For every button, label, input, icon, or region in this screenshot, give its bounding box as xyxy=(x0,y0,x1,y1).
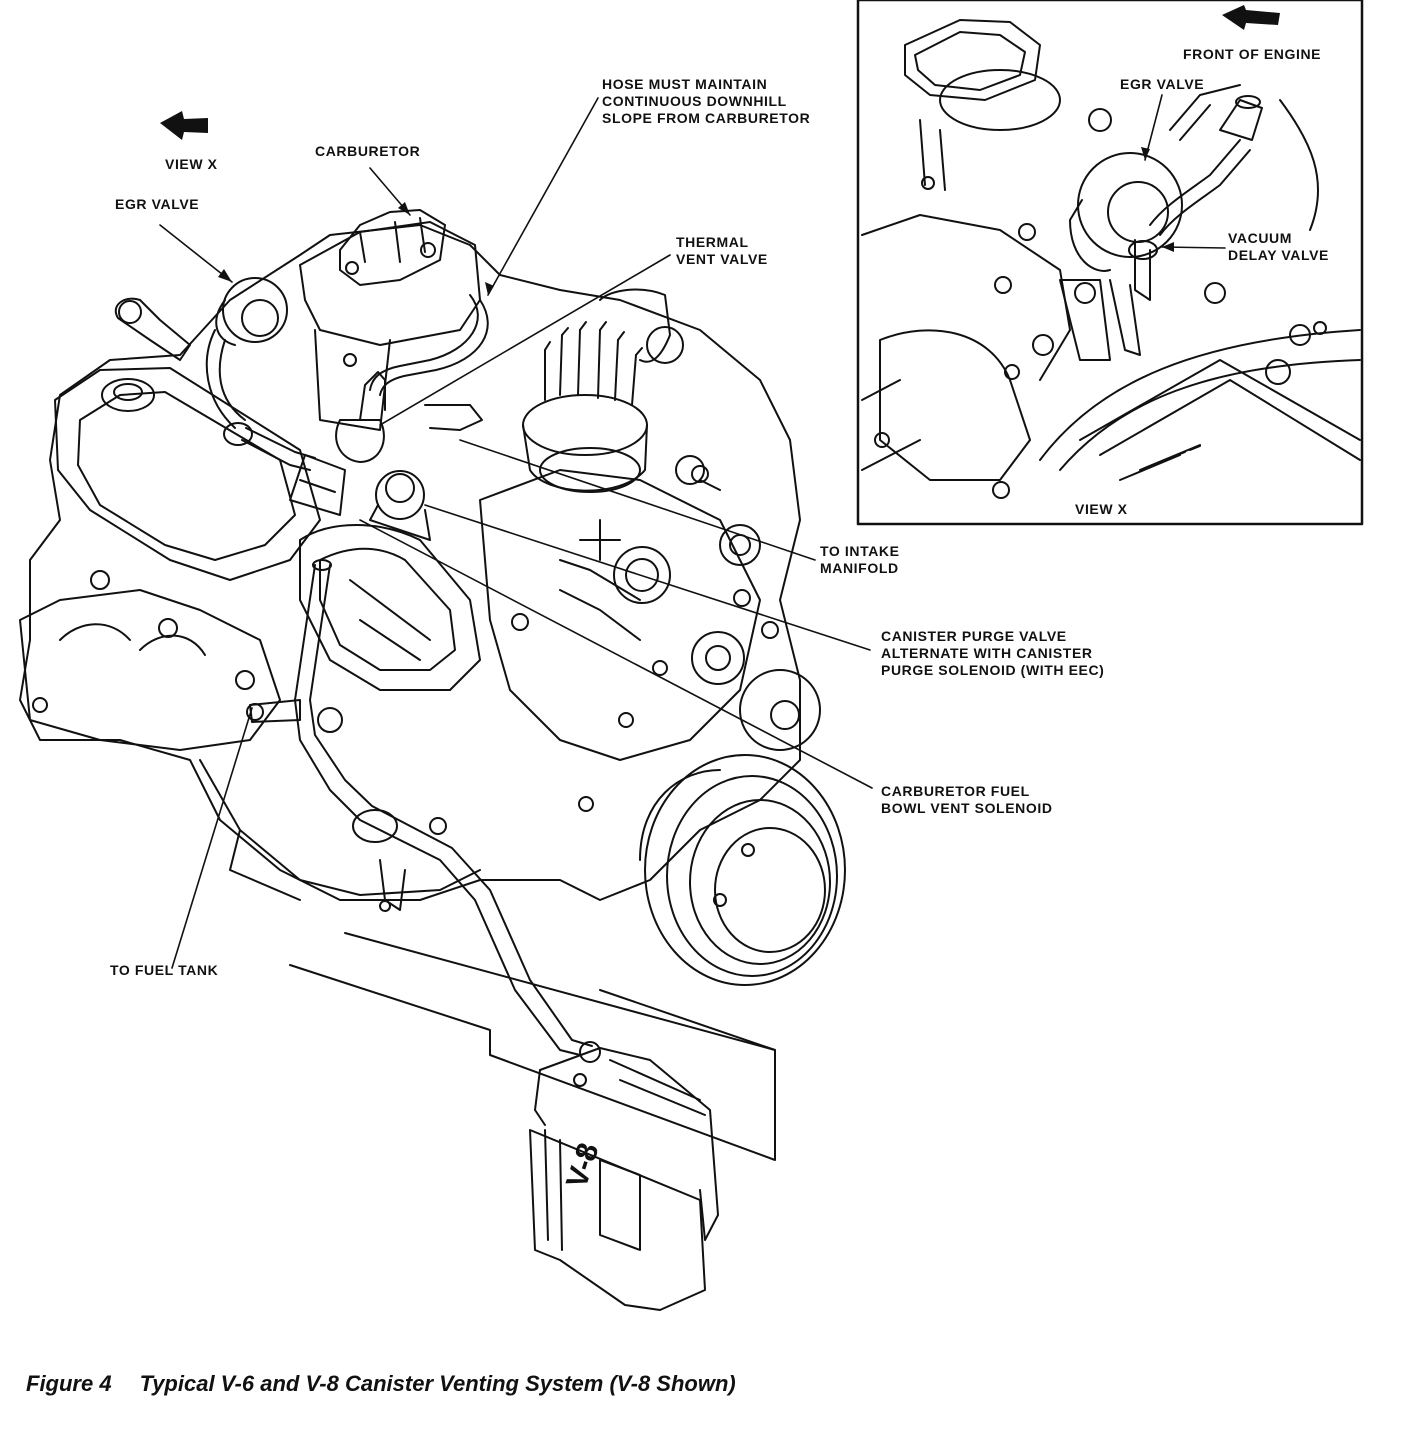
breather-elbow xyxy=(114,297,191,361)
thermal-vent-valve-line-2: VENT VALVE xyxy=(676,251,768,267)
thermal-vent-valve-line-1: THERMAL xyxy=(676,234,749,250)
leader-lines xyxy=(159,97,873,969)
egr-valve xyxy=(215,277,288,346)
inset-view-x-label: VIEW X xyxy=(1075,501,1128,517)
hose-slope-note: HOSE MUST MAINTAIN CONTINUOUS DOWNHILL S… xyxy=(602,76,810,127)
engine-block xyxy=(19,224,801,901)
canister-purge-valve-label: CANISTER PURGE VALVE ALTERNATE WITH CANI… xyxy=(881,628,1104,679)
front-of-engine-label: FRONT OF ENGINE xyxy=(1183,46,1322,62)
carburetor xyxy=(299,209,481,431)
inset-frame xyxy=(856,0,1364,526)
fuel-bowl-vent-solenoid xyxy=(289,454,346,516)
to-fuel-tank-label: TO FUEL TANK xyxy=(110,962,219,978)
leader-arrowheads xyxy=(218,202,494,295)
fuel-tank-hose xyxy=(246,559,593,1056)
to-intake-manifold-line-1: TO INTAKE xyxy=(820,543,900,559)
vapor-canister xyxy=(289,932,776,1311)
crankshaft-pulley xyxy=(639,754,846,986)
vacuum-delay-valve-line-2: DELAY VALVE xyxy=(1228,247,1329,263)
to-intake-manifold-line-2: MANIFOLD xyxy=(820,560,899,576)
view-x-label: VIEW X xyxy=(165,156,218,172)
fuel-bowl-vent-solenoid-line-2: BOWL VENT SOLENOID xyxy=(881,800,1053,816)
vacuum-delay-valve-line-1: VACUUM xyxy=(1228,230,1293,246)
canister-v8-marking: V-8 xyxy=(560,1139,605,1192)
front-of-engine-arrow-icon xyxy=(1222,5,1280,30)
inset-arrowheads xyxy=(1141,147,1174,252)
view-x-arrow-icon xyxy=(160,111,208,140)
hose-slope-note-line-1: HOSE MUST MAINTAIN xyxy=(602,76,768,92)
alternator-pulley xyxy=(739,669,821,751)
canister-purge-valve-line-3: PURGE SOLENOID (WITH EEC) xyxy=(881,662,1105,678)
egr-valve-label: EGR VALVE xyxy=(115,196,200,212)
to-intake-manifold-label: TO INTAKE MANIFOLD xyxy=(820,543,900,577)
canister-v8-text: V-8 xyxy=(560,1139,605,1192)
vapor-hoses xyxy=(205,294,489,471)
carburetor-label: CARBURETOR xyxy=(315,143,421,159)
inset-engine xyxy=(861,19,1361,499)
canister-purge-valve-line-1: CANISTER PURGE VALVE xyxy=(881,628,1067,644)
vacuum-delay-valve-label: VACUUM DELAY VALVE xyxy=(1228,230,1329,264)
figure-caption: Figure 4 Typical V-6 and V-8 Canister Ven… xyxy=(26,1371,736,1397)
inset-egr-valve-label: EGR VALVE xyxy=(1120,76,1205,92)
canister-purge-valve-line-2: ALTERNATE WITH CANISTER xyxy=(881,645,1093,661)
thermal-vent-valve xyxy=(335,371,386,463)
fuel-bowl-vent-solenoid-line-1: CARBURETOR FUEL xyxy=(881,783,1030,799)
fuel-bowl-vent-solenoid-label: CARBURETOR FUEL BOWL VENT SOLENOID xyxy=(881,783,1053,817)
figure-number: Figure 4 xyxy=(26,1371,112,1396)
distributor xyxy=(522,288,721,561)
thermal-vent-valve-label: THERMAL VENT VALVE xyxy=(676,234,768,268)
hose-slope-note-line-2: CONTINUOUS DOWNHILL xyxy=(602,93,787,109)
figure-title: Typical V-6 and V-8 Canister Venting Sys… xyxy=(139,1371,736,1396)
hose-slope-note-line-3: SLOPE FROM CARBURETOR xyxy=(602,110,811,126)
canister-purge-valve xyxy=(369,470,431,541)
